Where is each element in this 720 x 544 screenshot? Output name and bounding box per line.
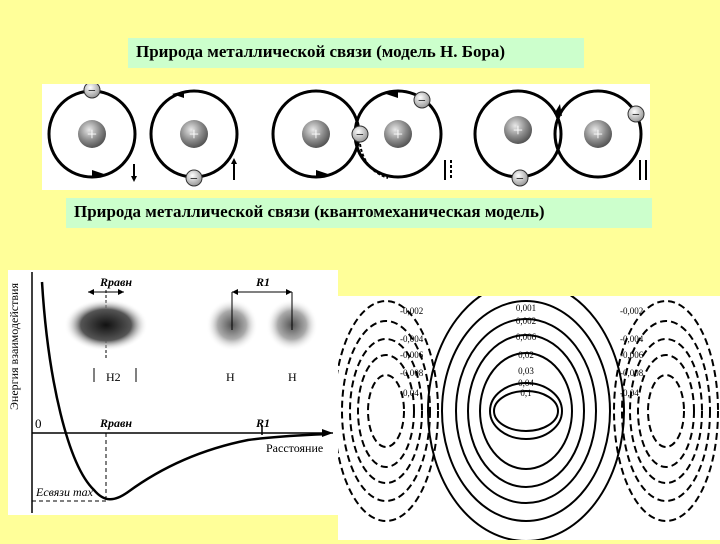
h-label-right: H [288,370,297,384]
contour-label: 0,002 [516,316,536,326]
contour-label: -0,002 [400,306,423,316]
origin-label: 0 [35,416,42,431]
electron-minus: − [88,84,96,99]
contour-label: 0,03 [518,366,534,376]
contour-label: 0,02 [518,350,534,360]
positive-contour [489,382,563,440]
negative-contour [647,374,685,448]
positive-contour [479,352,573,470]
h2-electron-cloud [64,299,148,351]
r1-cloud-label: R1 [255,275,270,289]
contour-label: -0,002 [620,306,643,316]
quantum-model-title: Природа металлической связи (квантомехан… [66,198,652,228]
positive-contour [467,334,585,488]
nucleus-plus: + [87,124,97,144]
electron-minus: − [418,94,426,109]
atom-2: + − [149,89,239,187]
nucleus-plus: + [189,124,199,144]
negative-contour [341,320,431,502]
negative-contour [629,338,703,484]
contour-label: 0,006 [516,332,537,342]
contour-label: -0,008 [620,368,644,378]
contour-label: -0,006 [400,350,424,360]
contour-label: -0,04 [400,388,419,398]
r1-label: R1 [255,416,270,430]
energy-curve [40,281,327,501]
energy-curve-plot: Энергия взаимодействия Расстояние 0 Rрав… [7,270,338,515]
e-bond-max-label: Eсвязи max [35,485,94,499]
atom-1: + − [47,81,137,182]
electron-minus: − [516,172,524,187]
positive-contour [441,300,611,522]
negative-contour [333,300,439,522]
electron-minus: − [356,128,364,143]
h-label-left: H [226,370,235,384]
electron-minus: − [632,108,640,123]
y-axis-label: Энергия взаимодействия [8,283,21,410]
atom-pair-overlap: + + − − [271,89,452,180]
positive-contour [493,390,559,432]
r-eq-cloud-label: Rравн [99,275,132,289]
negative-contour [621,320,711,502]
r-eq-label: Rравн [99,416,132,430]
x-axis-label: Расстояние [266,441,323,455]
positive-contour [455,318,597,504]
bohr-model-title: Природа металлической связи (модель Н. Б… [128,38,584,68]
negative-contour [367,374,405,448]
contour-label: 0,001 [516,303,536,313]
negative-contour [637,354,695,468]
bohr-model-diagram: + − + − + + − − + [42,81,650,190]
contour-label: -0,006 [620,350,644,360]
contour-label: -0,004 [620,334,644,344]
contour-label: -0,04 [620,388,639,398]
contour-label: 0,1 [520,388,531,398]
electron-minus: − [190,172,198,187]
nucleus-plus: + [593,124,603,144]
nucleus-plus: + [393,124,403,144]
negative-contour [613,300,719,522]
nucleus-plus: + [311,124,321,144]
atom-pair-bonded: + + − − [473,89,647,187]
h2-label: H2 [106,370,121,384]
nucleus-plus: + [513,120,523,140]
contour-label: -0,004 [400,334,424,344]
negative-contour [349,338,423,484]
contour-label: 0,04 [518,378,534,388]
contour-label: -0,008 [400,368,424,378]
negative-contour [357,354,415,468]
